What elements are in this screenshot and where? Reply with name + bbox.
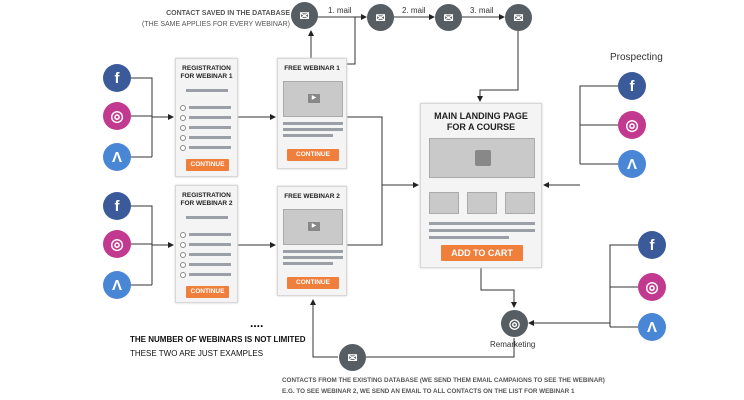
target-icon: ◎ — [501, 310, 528, 337]
webinar-card-1: FREE WEBINAR 1 ▶ CONTINUE — [277, 58, 347, 169]
facebook-icon: f — [618, 72, 646, 100]
registration-card-1: REGISTRATION FOR WEBINAR 1 CONTINUE — [175, 58, 238, 177]
add-to-cart-button[interactable]: ADD TO CART — [441, 245, 523, 261]
mail-label: 2. mail — [402, 6, 426, 15]
bag-icon — [475, 150, 491, 166]
webinar-limit-note: THE NUMBER OF WEBINARS IS NOT LIMITED TH… — [130, 333, 306, 361]
continue-button[interactable]: CONTINUE — [287, 277, 339, 289]
instagram-icon: ◎ — [638, 273, 666, 301]
mail-label: 1. mail — [328, 6, 352, 15]
facebook-icon: f — [638, 231, 666, 259]
continue-button[interactable]: CONTINUE — [287, 149, 339, 161]
existing-database-note: CONTACTS FROM THE EXISTING DATABASE (WE … — [282, 375, 605, 397]
envelope-icon: ✉ — [505, 4, 532, 31]
envelope-icon: ✉ — [339, 344, 366, 371]
ellipsis: .... — [250, 316, 264, 330]
envelope-icon: ✉ — [435, 4, 462, 31]
google-ads-icon: Λ — [103, 143, 131, 171]
note-line: THESE TWO ARE JUST EXAMPLES — [130, 349, 264, 358]
landing-page-card: MAIN LANDING PAGE FOR A COURSE ADD TO CA… — [420, 103, 542, 268]
note-line: THE NUMBER OF WEBINARS IS NOT LIMITED — [130, 335, 306, 344]
remarketing-label: Remarketing — [490, 340, 536, 349]
card-title: FREE WEBINAR 2 — [284, 193, 340, 200]
prospecting-label: Prospecting — [610, 52, 663, 63]
play-icon: ▶ — [308, 94, 320, 103]
registration-card-2: REGISTRATION FOR WEBINAR 2 CONTINUE — [175, 185, 238, 303]
google-ads-icon: Λ — [618, 150, 646, 178]
card-title: REGISTRATION FOR WEBINAR 2 — [180, 192, 233, 207]
google-ads-icon: Λ — [638, 313, 666, 341]
video-thumbnail: ▶ — [283, 81, 343, 117]
card-title: REGISTRATION FOR WEBINAR 1 — [180, 65, 233, 80]
video-thumbnail: ▶ — [283, 209, 343, 245]
continue-button[interactable]: CONTINUE — [186, 159, 229, 171]
google-ads-icon: Λ — [103, 271, 131, 299]
webinar-card-2: FREE WEBINAR 2 ▶ CONTINUE — [277, 186, 347, 296]
note-line: E.G. TO SEE WEBINAR 2, WE SEND AN EMAIL … — [282, 388, 575, 395]
mail-label: 3. mail — [470, 6, 494, 15]
play-icon: ▶ — [308, 222, 320, 231]
note-line: CONTACTS FROM THE EXISTING DATABASE (WE … — [282, 377, 605, 384]
envelope-icon: ✉ — [291, 2, 318, 29]
landing-title: MAIN LANDING PAGE FOR A COURSE — [434, 111, 528, 132]
note-line: (THE SAME APPLIES FOR EVERY WEBINAR) — [142, 21, 290, 28]
database-note: CONTACT SAVED IN THE DATABASE (THE SAME … — [130, 8, 290, 30]
instagram-icon: ◎ — [618, 111, 646, 139]
instagram-icon: ◎ — [103, 102, 131, 130]
continue-button[interactable]: CONTINUE — [186, 286, 229, 298]
product-image — [429, 138, 535, 178]
card-title: FREE WEBINAR 1 — [284, 65, 340, 72]
note-line: CONTACT SAVED IN THE DATABASE — [166, 10, 290, 17]
instagram-icon: ◎ — [103, 230, 131, 258]
envelope-icon: ✉ — [367, 4, 394, 31]
facebook-icon: f — [103, 64, 131, 92]
facebook-icon: f — [103, 192, 131, 220]
